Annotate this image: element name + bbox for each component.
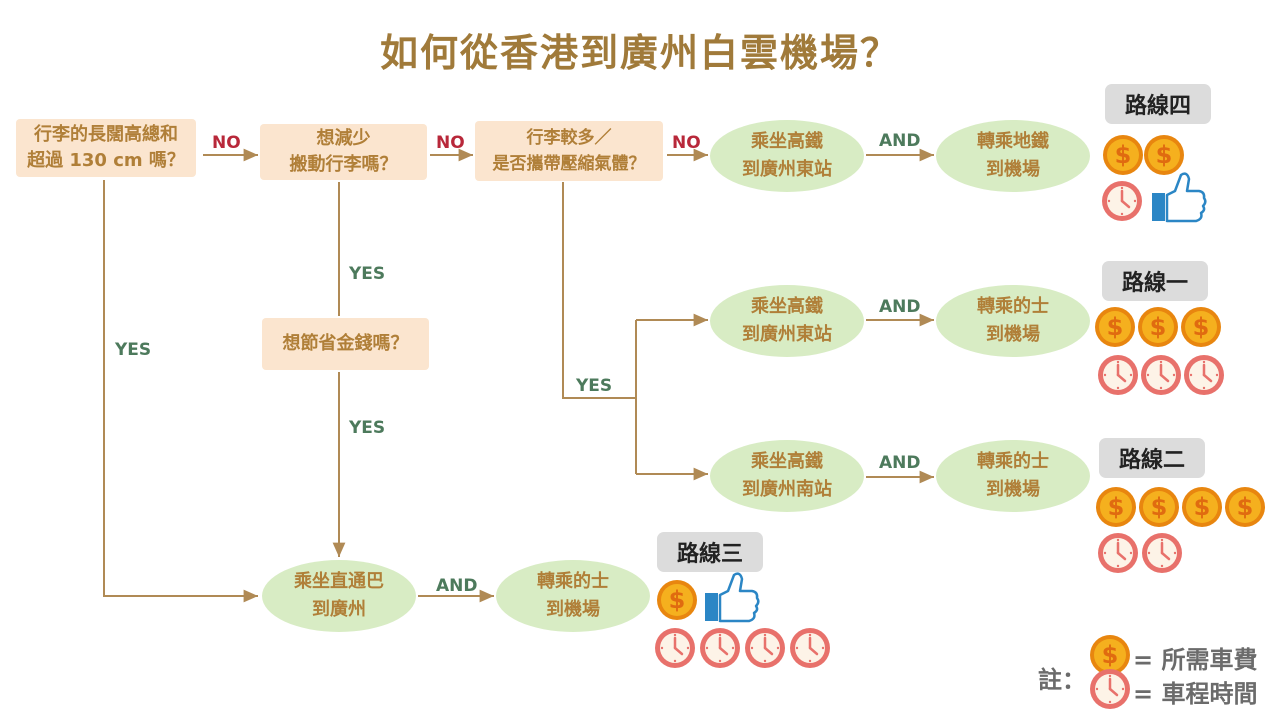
route-4-label: 路線四: [1105, 84, 1211, 124]
clock-icon: [653, 626, 697, 670]
question-much-luggage: 行李較多／ 是否攜帶壓縮氣體？: [475, 121, 663, 181]
and-label: AND: [436, 576, 478, 596]
no-label: NO: [672, 133, 701, 153]
route-4-icons: [1100, 135, 1207, 223]
no-label: NO: [212, 133, 241, 153]
node-hsr-guangzhou-south: 乘坐高鐵 到廣州南站: [710, 440, 864, 512]
thumbs-up-icon: [703, 572, 760, 623]
dollar-coin-icon: [657, 580, 697, 620]
dollar-coin-icon: [1138, 307, 1178, 347]
yes-label: YES: [349, 418, 386, 438]
route-1-icons: [1095, 307, 1226, 397]
route-2-icons: [1096, 487, 1265, 575]
legend-clock-text: = 車程時間: [1133, 680, 1258, 708]
and-label: AND: [879, 131, 921, 151]
dollar-coin-icon: [1181, 307, 1221, 347]
dollar-coin-icon: [1225, 487, 1265, 527]
yes-label: YES: [115, 340, 152, 360]
question-save-money: 想節省金錢嗎？: [262, 318, 429, 370]
dollar-coin-icon: [1139, 487, 1179, 527]
legend-icons: [1088, 635, 1132, 711]
dollar-coin-icon: [1182, 487, 1222, 527]
node-direct-bus-guangzhou: 乘坐直通巴 到廣州: [262, 560, 416, 632]
node-hsr-guangzhou-east: 乘坐高鐵 到廣州東站: [710, 120, 864, 192]
dollar-coin-icon: [1144, 135, 1184, 175]
legend-note: 註：: [1038, 666, 1086, 694]
no-label: NO: [436, 133, 465, 153]
dollar-coin-icon: [1103, 135, 1143, 175]
connector-lines: [103, 148, 934, 603]
route-1-label: 路線一: [1102, 261, 1208, 301]
yes-label: YES: [576, 376, 613, 396]
route-3-label: 路線三: [657, 532, 763, 572]
clock-icon: [1096, 353, 1140, 397]
thumbs-up-icon: [1150, 172, 1207, 223]
route-2-label: 路線二: [1099, 438, 1205, 478]
and-label: AND: [879, 297, 921, 317]
node-taxi-to-airport: 轉乘的士 到機場: [496, 560, 650, 632]
clock-icon: [1139, 353, 1183, 397]
node-taxi-to-airport: 轉乘的士 到機場: [936, 285, 1090, 357]
clock-icon: [1182, 353, 1226, 397]
question-reduce-luggage-moving: 想減少 搬動行李嗎？: [260, 124, 427, 180]
clock-icon: [743, 626, 787, 670]
page-title: 如何從香港到廣州白雲機場？: [379, 31, 900, 75]
clock-icon: [788, 626, 832, 670]
node-metro-to-airport: 轉乘地鐵 到機場: [936, 120, 1090, 192]
and-label: AND: [879, 453, 921, 473]
question-luggage-size: 行李的長闊高總和 超過 130 cm 嗎？: [16, 119, 196, 177]
clock-icon: [1096, 531, 1140, 575]
clock-icon: [698, 626, 742, 670]
dollar-coin-icon: [1096, 487, 1136, 527]
node-hsr-guangzhou-east: 乘坐高鐵 到廣州東站: [710, 285, 864, 357]
legend-coin-text: = 所需車費: [1133, 646, 1258, 674]
node-taxi-to-airport: 轉乘的士 到機場: [936, 440, 1090, 512]
clock-icon: [1100, 179, 1144, 223]
route-3-icons: [653, 572, 832, 670]
yes-label: YES: [349, 264, 386, 284]
clock-icon: [1088, 667, 1132, 711]
dollar-coin-icon: [1095, 307, 1135, 347]
clock-icon: [1140, 531, 1184, 575]
